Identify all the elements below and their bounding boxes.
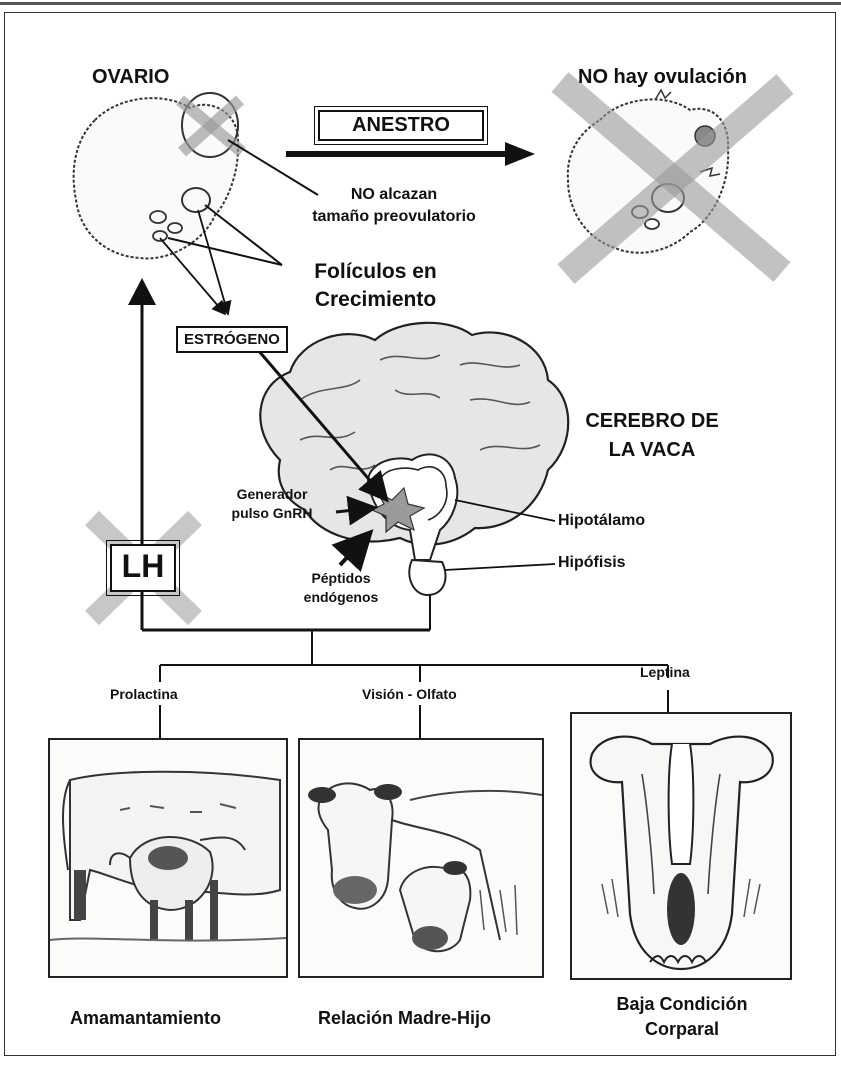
baja-condicion-caption: Baja Condición Corparal [584,994,780,1040]
peptidos-label: Péptidos endógenos [286,570,396,605]
peptidos-line-2: endógenos [286,589,396,605]
no-alcanzan-label: NO alcazan tamaño preovulatorio [308,186,480,226]
generador-line-2: pulso GnRH [212,505,332,521]
cerebro-label: CEREBRO DE LA VACA [572,410,732,462]
lh-box: LH [110,544,176,592]
anestro-box: ANESTRO [318,110,484,141]
peptidos-line-1: Péptidos [286,570,396,586]
prolactina-label: Prolactina [110,686,178,702]
hipofisis-pointer [445,564,555,570]
suckling-panel [48,738,288,978]
ovario-label: OVARIO [92,66,169,89]
brain-icon [260,323,568,595]
cow-calf-panel [298,738,544,978]
relacion-caption: Relación Madre-Hijo [318,1008,491,1029]
hipofisis-label: Hipófisis [558,554,626,572]
leptina-label: Leptina [640,664,690,680]
cerebro-line-2: LA VACA [572,439,732,462]
cerebro-line-1: CEREBRO DE [572,410,732,433]
vision-olfato-label: Visión - Olfato [362,686,457,702]
cow-and-calf-icon [300,740,542,976]
foliculos-line-1: Folículos en [288,260,463,284]
baja-condicion-line-1: Baja Condición [584,994,780,1015]
thin-cow-rear-icon [572,714,790,978]
estrogeno-box: ESTRÓGENO [176,326,288,353]
amamantamiento-caption: Amamantamiento [70,1008,221,1029]
anestro-arrow [286,142,535,166]
hipotalamo-label: Hipotálamo [558,512,645,530]
ovary-icon [74,93,242,258]
baja-condicion-line-2: Corparal [584,1019,780,1040]
foliculos-label: Folículos en Crecimiento [288,260,463,312]
suckling-calf-icon [50,740,286,976]
thin-cow-panel [570,712,792,980]
no-alcanzan-line-1: NO alcazan [308,186,480,204]
foliculos-line-2: Crecimiento [288,288,463,312]
ovary-crossed-icon [560,82,785,274]
no-alcanzan-line-2: tamaño preovulatorio [308,208,480,226]
no-ovulacion-label: NO hay ovulación [578,66,747,89]
generador-label: Generador pulso GnRH [212,486,332,521]
generador-line-1: Generador [212,486,332,502]
